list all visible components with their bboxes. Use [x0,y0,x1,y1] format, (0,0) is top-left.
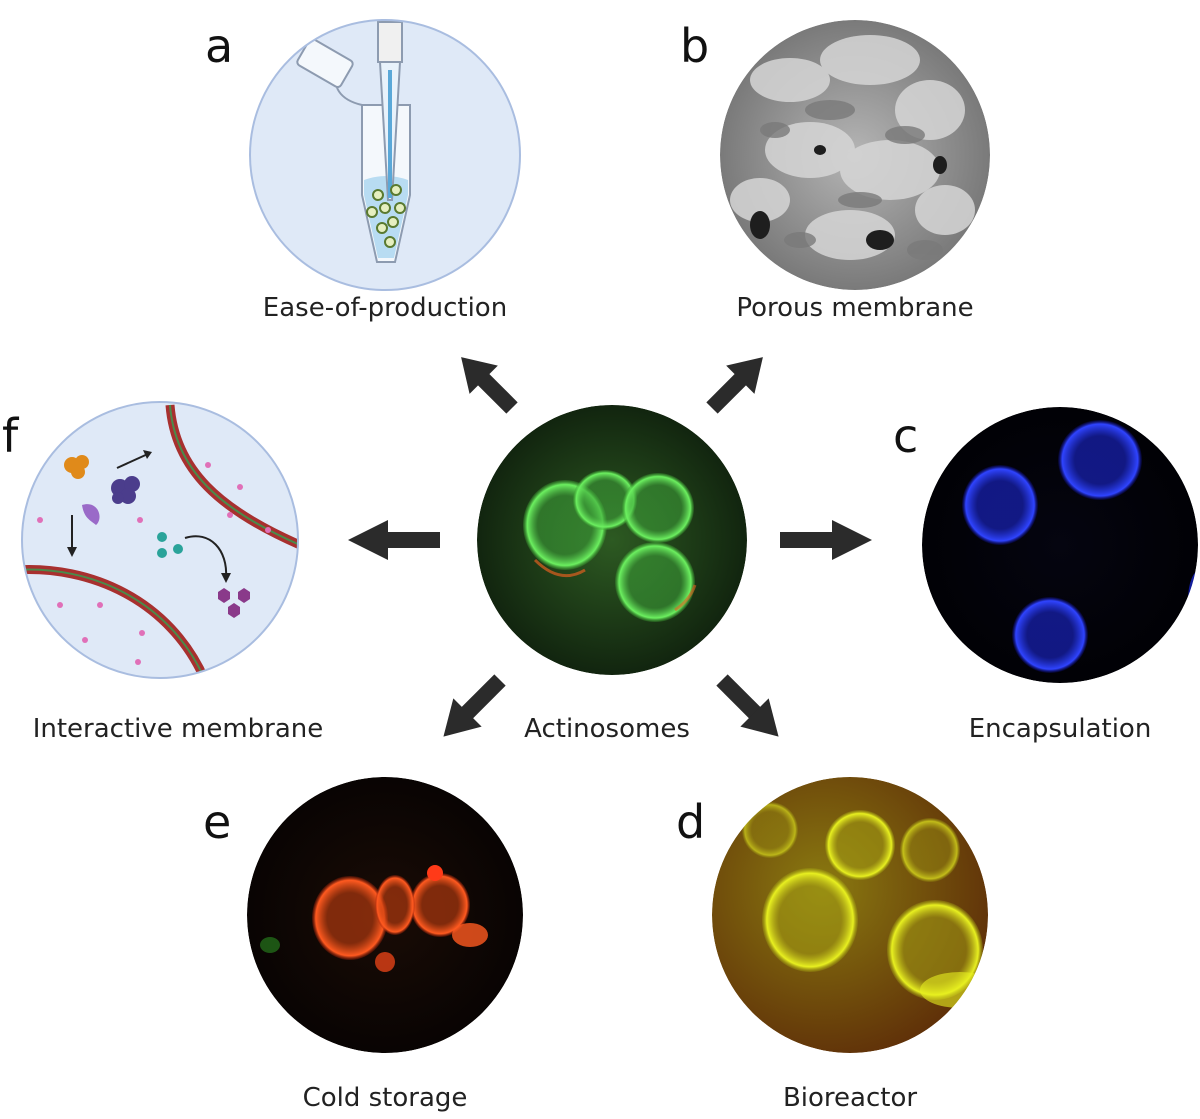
arrow-to-e [443,674,506,737]
panel-caption: Bioreactor [783,1083,917,1113]
enzyme-purple-icon [111,476,140,504]
panel-d: d Bioreactor [676,777,988,1113]
panel-letter: c [893,409,918,463]
vesicle [410,873,470,937]
panel-a: a Ease-of-production [205,19,521,323]
sem-micrograph [720,20,990,290]
center-label: Actinosomes [524,714,690,744]
vesicle [622,473,694,543]
arrows [348,357,872,737]
panel-letter: a [205,19,233,73]
center-micrograph [477,405,747,675]
interactive-membrane-illustration [22,402,298,678]
vesicle [1012,597,1088,673]
panel-letter: f [2,409,20,463]
encapsulation-micrograph [922,407,1198,683]
product-hexagon-icon [218,588,250,618]
arrow-to-a [461,357,518,414]
vesicle [615,542,695,622]
vesicle [312,876,388,960]
panel-caption: Porous membrane [736,293,973,323]
vesicle [573,470,637,530]
vesicle [762,868,858,972]
bioreactor-micrograph [712,777,988,1053]
panel-f: f [2,401,324,744]
vesicle [825,810,895,880]
arrow-to-d [716,674,779,737]
cold-storage-micrograph [247,777,523,1053]
panel-letter: d [676,795,705,849]
panel-letter: e [203,795,231,849]
panel-caption: Interactive membrane [33,714,324,744]
panel-b: b Porous membrane [680,19,990,323]
vesicle [1058,420,1142,500]
vesicle [900,818,960,882]
vesicle [375,875,415,935]
vesicle [742,802,798,858]
arrow-to-f [348,520,440,560]
protein-violet-icon [82,504,100,525]
vesicle [962,465,1038,545]
panel-caption: Cold storage [303,1083,468,1113]
panel-caption: Ease-of-production [263,293,507,323]
panel-caption: Encapsulation [969,714,1152,744]
arrow-to-c [780,520,872,560]
panel-c: c Encapsulation [893,407,1198,744]
tube-illustration [250,20,520,290]
arrow-to-b [706,357,763,414]
substrate-teal-icon [157,532,183,558]
enzyme-orange-icon [64,455,89,479]
bead-cluster [366,184,406,248]
panel-e: e Cold storage [203,777,523,1113]
panel-letter: b [680,19,709,73]
